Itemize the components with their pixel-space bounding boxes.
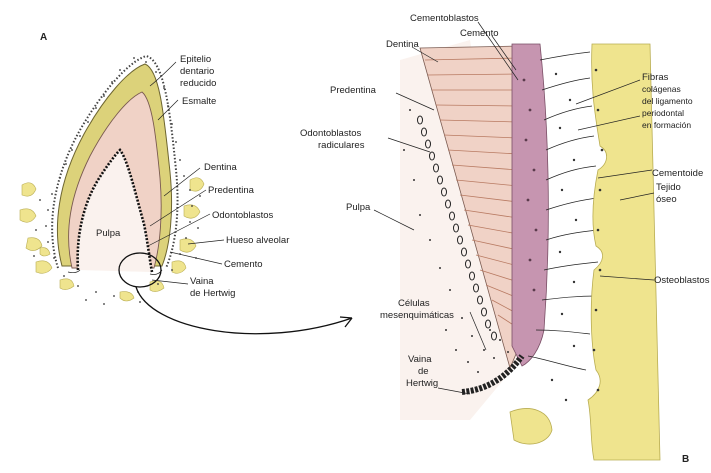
panel-b: Cementoblastos Cemento Dentina Predentin…: [300, 13, 710, 465]
label-b-odontoblastos-line2: radiculares: [318, 140, 365, 151]
label-b-fibras-line5: en formación: [642, 120, 691, 130]
label-b-cemento: Cemento: [460, 28, 499, 39]
label-a-vaina-line1: Vaina: [190, 276, 214, 287]
label-b-odontoblastos-line1: Odontoblastos: [300, 128, 362, 139]
label-a-vaina-line2: de Hertwig: [190, 288, 235, 299]
cementum-region: [512, 44, 548, 366]
label-b-fibras-line1: Fibras: [642, 72, 669, 83]
panel-b-letter: B: [682, 454, 689, 465]
label-b-predentina: Predentina: [330, 85, 377, 96]
label-a-epitelio-line2: dentario: [180, 66, 214, 77]
label-a-esmalte: Esmalte: [182, 96, 216, 107]
label-a-epitelio-line3: reducido: [180, 78, 216, 89]
label-a-predentina: Predentina: [208, 185, 255, 196]
label-a-hueso-alveolar: Hueso alveolar: [226, 235, 289, 246]
label-b-dentina: Dentina: [386, 39, 419, 50]
panel-a: A: [20, 32, 352, 334]
label-b-fibras-line2: colágenas: [642, 84, 681, 94]
label-a-odontoblastos: Odontoblastos: [212, 210, 274, 221]
hertwig-sheath-left: [68, 270, 80, 273]
label-b-pulpa: Pulpa: [346, 202, 371, 213]
bone-fragment: [510, 409, 552, 445]
label-b-tejido-line2: óseo: [656, 194, 677, 205]
label-b-cementoide: Cementoide: [652, 168, 703, 179]
panel-a-letter: A: [40, 32, 47, 43]
label-b-vaina-line3: Hertwig: [406, 378, 438, 389]
label-a-pulpa: Pulpa: [96, 228, 121, 239]
bone-tissue: [588, 44, 660, 460]
label-b-fibras-line3: del ligamento: [642, 96, 693, 106]
label-a-epitelio-line1: Epitelio: [180, 54, 211, 65]
label-b-fibras-line4: periodontal: [642, 108, 684, 118]
label-b-celulas-line1: Células: [398, 298, 430, 309]
label-b-osteoblastos: Osteoblastos: [654, 275, 710, 286]
label-a-cemento: Cemento: [224, 259, 263, 270]
label-b-vaina-line2: de: [418, 366, 429, 377]
label-b-cementoblastos: Cementoblastos: [410, 13, 479, 24]
label-a-dentina: Dentina: [204, 162, 237, 173]
magnification-arrow: [136, 287, 352, 334]
ligament-cells: [551, 73, 577, 401]
label-b-vaina-line1: Vaina: [408, 354, 432, 365]
label-b-tejido-line1: Tejido: [656, 182, 681, 193]
label-b-celulas-line2: mesenquimáticas: [380, 310, 454, 321]
